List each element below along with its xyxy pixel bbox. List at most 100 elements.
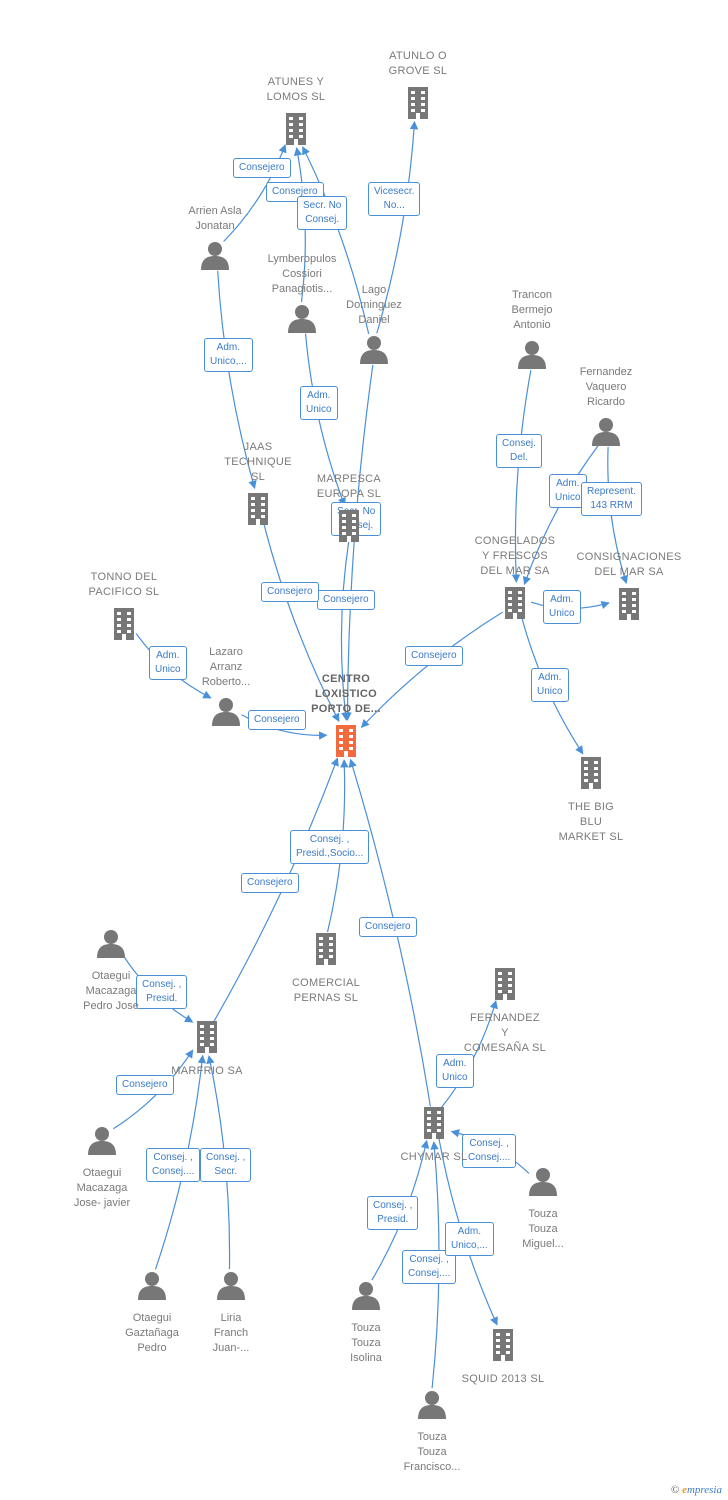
person-node-fernandez-vaquero[interactable]: Fernandez Vaquero Ricardo [546,365,666,451]
company-node-congelados[interactable]: CONGELADOS Y FRESCOS DEL MAR SA [455,534,575,624]
node-label: Touza Touza Isolina [350,1322,382,1364]
company-node-jaas[interactable]: JAAS TECHNIQUE SL [198,440,318,530]
relation-label[interactable]: Adm. Unico [549,474,587,508]
company-node-marpesca[interactable]: MARPESCA EUROPA SL [289,472,409,547]
person-node-otaegui-gaztanaga[interactable]: Otaegui Gaztañaga Pedro [92,1270,212,1356]
edge-arrien-to-jaas [217,270,257,490]
building-icon [195,1019,219,1058]
relation-label[interactable]: Consej. , Consej.... [462,1134,517,1168]
person-icon [528,1166,558,1201]
person-node-touza-francisco[interactable]: Touza Touza Francisco... [372,1389,492,1475]
node-label: Otaegui Macazaga Jose- javier [73,1167,131,1209]
person-node-lago[interactable]: Lago Dominguez Daniel [314,283,434,369]
person-icon [359,334,389,369]
relation-label[interactable]: Vicesecr. No... [368,182,421,216]
relation-label[interactable]: Adm. Unico [543,590,581,624]
person-icon [137,1270,167,1305]
person-icon [287,303,317,338]
person-icon [351,1280,381,1315]
node-label: CENTRO LOXISTICO PORTO DE... [311,673,381,715]
person-node-otaegui-jose-javier[interactable]: Otaegui Macazaga Jose- javier [42,1125,162,1211]
node-label: JAAS TECHNIQUE SL [224,441,292,483]
building-icon [337,508,361,547]
person-icon [591,416,621,451]
person-node-touza-isolina[interactable]: Touza Touza Isolina [306,1280,426,1366]
person-icon [87,1125,117,1160]
person-icon [417,1389,447,1424]
edge-lago-to-atunlo [376,120,419,334]
relation-label[interactable]: Consejero [233,158,291,178]
company-node-the-big-blu[interactable]: THE BIG BLU MARKET SL [531,755,651,845]
building-icon [422,1105,446,1144]
node-label: CONGELADOS Y FRESCOS DEL MAR SA [474,535,556,577]
relation-label[interactable]: Consejero [241,873,299,893]
relation-label[interactable]: Consej. Del. [496,434,542,468]
node-label: CONSIGNACIONES DEL MAR SA [576,551,682,578]
edge-fernandez-vaquero-to-congelados [522,444,599,586]
relation-label[interactable]: Adm. Unico [531,668,569,702]
relation-label[interactable]: Consejero [261,582,319,602]
node-label: ATUNES Y LOMOS SL [266,76,326,103]
node-label: MARFRIO SA [171,1065,243,1077]
edge-jaas-to-centro [263,522,340,723]
node-label: COMERCIAL PERNAS SL [291,977,361,1004]
edge-chymar-to-fernandez-comesana [440,1000,498,1109]
company-node-chymar[interactable]: CHYMAR SL [374,1105,494,1165]
company-node-atunlo[interactable]: ATUNLO O GROVE SL [358,49,478,124]
company-node-atunes-lomos[interactable]: ATUNES Y LOMOS SL [236,75,356,150]
edge-lago-to-centro [343,364,374,721]
relation-label[interactable]: Represent. 143 RRM [581,482,642,516]
person-icon [517,339,547,374]
brand-footer: © empresia [671,1484,722,1496]
person-node-lazaro[interactable]: Lazaro Arranz Roberto... [166,645,286,731]
node-label: Otaegui Gaztañaga Pedro [125,1312,179,1354]
node-label: Touza Touza Miguel... [522,1208,564,1250]
relation-label[interactable]: Consejero [116,1075,174,1095]
relation-label[interactable]: Adm. Unico [149,646,187,680]
company-node-tonno[interactable]: TONNO DEL PACIFICO SL [64,570,184,645]
relation-label[interactable]: Adm. Unico [300,386,338,420]
building-icon [406,85,430,124]
node-label: Lago Dominguez Daniel [346,284,402,326]
person-node-arrien[interactable]: Arrien Asla Jonatan [155,204,275,275]
node-label: FERNANDEZ Y COMESAÑA SL [463,1012,547,1054]
node-label: CHYMAR SL [400,1151,468,1163]
relation-label[interactable]: Adm. Unico [436,1054,474,1088]
node-label: Otaegui Macazaga Pedro Jose [83,970,139,1012]
building-icon [334,723,358,762]
person-node-lymberopulos[interactable]: Lymberopulos Cossiori Panagiotis... [242,252,362,338]
relation-label[interactable]: Consej. , Presid. [136,975,188,1009]
company-node-centro[interactable]: CENTRO LOXISTICO PORTO DE... [286,672,406,762]
company-node-comercial-pernas[interactable]: COMERCIAL PERNAS SL [266,931,386,1006]
relation-label[interactable]: Consejero [248,710,306,730]
node-label: SQUID 2013 SL [461,1373,545,1385]
edge-arrien-to-atunes-lomos [223,144,287,242]
relation-label[interactable]: Adm. Unico,... [445,1222,494,1256]
person-node-trancon[interactable]: Trancon Bermejo Antonio [472,288,592,374]
building-icon [617,586,641,625]
relation-label[interactable]: Consejero [317,590,375,610]
person-node-liria[interactable]: Liria Franch Juan-... [171,1270,291,1356]
node-label: Fernandez Vaquero Ricardo [579,366,633,408]
node-label: TONNO DEL PACIFICO SL [88,571,160,598]
relation-label[interactable]: Consej. , Presid.,Socio... [290,830,370,864]
person-node-touza-miguel[interactable]: Touza Touza Miguel... [483,1166,603,1252]
node-label: THE BIG BLU MARKET SL [558,801,624,843]
building-icon [112,606,136,645]
relation-label[interactable]: Consej. , Secr. [200,1148,252,1182]
node-label: ATUNLO O GROVE SL [388,50,448,77]
company-node-squid[interactable]: SQUID 2013 SL [443,1327,563,1387]
edge-lymberopulos-to-marpesca [304,333,346,507]
relation-label[interactable]: Consej. , Consej.... [146,1148,201,1182]
person-node-otaegui-pedro-jose[interactable]: Otaegui Macazaga Pedro Jose [51,928,171,1014]
relation-label[interactable]: Consejero [359,917,417,937]
relation-label[interactable]: Consej. , Presid. [367,1196,419,1230]
company-node-fernandez-comesana[interactable]: FERNANDEZ Y COMESAÑA SL [445,966,565,1056]
company-node-consignaciones[interactable]: CONSIGNACIONES DEL MAR SA [569,550,689,625]
relation-label[interactable]: Secr. No Consej. [297,196,348,230]
relation-label[interactable]: Consejero [405,646,463,666]
relation-label[interactable]: Adm. Unico,... [204,338,253,372]
node-label: MARPESCA EUROPA SL [316,473,382,500]
company-node-marfrio[interactable]: MARFRIO SA [147,1019,267,1079]
building-icon [493,966,517,1005]
